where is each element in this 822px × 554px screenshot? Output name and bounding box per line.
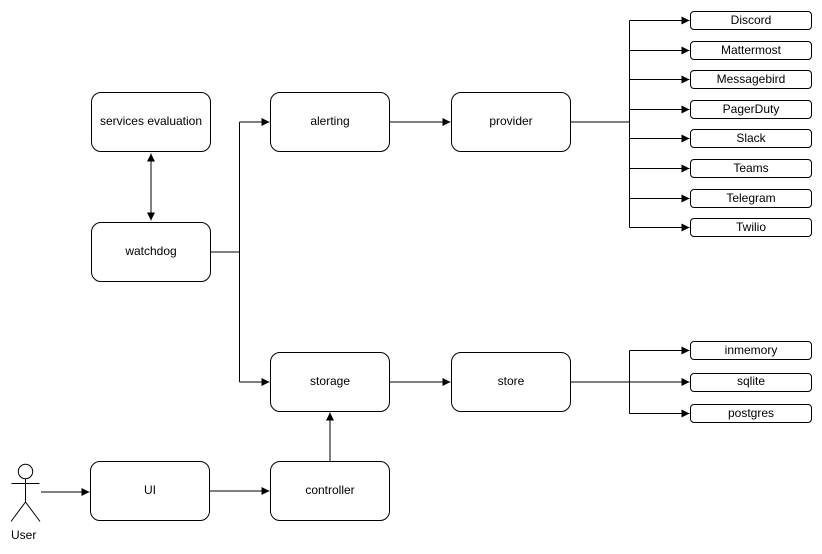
node-watchdog: watchdog: [91, 222, 211, 282]
edge-provider-fanout-trunk: [571, 20, 630, 228]
user-actor-icon: [10, 463, 41, 522]
node-controller: controller: [270, 461, 390, 521]
node-telegram: Telegram: [690, 189, 812, 208]
node-provider: provider: [451, 92, 571, 152]
node-messagebird: Messagebird: [690, 70, 812, 89]
node-sqlite: sqlite: [690, 372, 812, 392]
node-discord: Discord: [690, 11, 812, 30]
node-teams: Teams: [690, 159, 812, 178]
node-mattermost: Mattermost: [690, 41, 812, 60]
node-pagerduty: PagerDuty: [690, 100, 812, 119]
node-inmemory: inmemory: [690, 341, 812, 360]
user-label: User: [11, 528, 37, 542]
node-store: store: [451, 352, 571, 412]
edge-store-fanout-trunk: [571, 350, 630, 414]
node-alerting: alerting: [270, 92, 390, 152]
node-ui: UI: [90, 461, 210, 521]
node-services-evaluation: services evaluation: [91, 92, 211, 152]
node-twilio: Twilio: [690, 218, 812, 237]
node-postgres: postgres: [690, 404, 812, 423]
node-storage: storage: [270, 352, 390, 412]
node-slack: Slack: [690, 129, 812, 148]
edge-watchdog-trunk: [211, 122, 240, 382]
